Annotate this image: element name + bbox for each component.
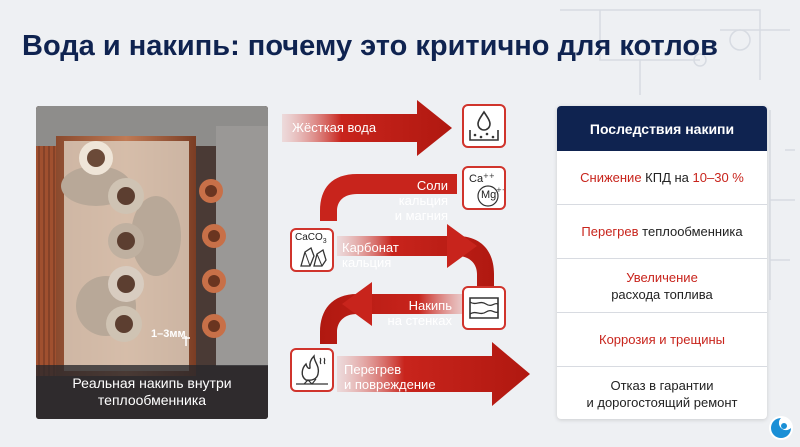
step-overheat-line2: и повреждение: [344, 377, 436, 392]
consequence-efficiency: Снижение КПД на 10–30 %: [557, 151, 767, 205]
warranty-line2: и дорогостоящий ремонт: [586, 394, 738, 410]
process-flow: Жёсткая вода Соли кальция и магния Карбо…: [282, 96, 542, 426]
scaled-pipe-icon: [462, 286, 506, 330]
corrosion-text: Коррозия и трещины: [599, 332, 725, 347]
heat-exchanger-photo: 1–3мм Реальная накипь внутри теплообменн…: [36, 106, 268, 419]
thickness-label: 1–3мм: [151, 328, 186, 340]
water-drop-icon: [462, 104, 506, 148]
ca-mg-ions-icon: Ca Mg ++ ++: [462, 166, 506, 210]
arrow-salts: [320, 174, 457, 221]
photo-caption-line1: Реальная накипь внутри: [72, 375, 232, 391]
step-scale: Накипь на стенках: [372, 298, 452, 328]
step-salts: Соли кальция и магния: [368, 178, 448, 223]
fuel-keyword: Увеличение: [626, 269, 698, 285]
overheat-keyword: Перегрев: [581, 224, 639, 239]
step-carbonate-line2: кальция: [342, 255, 392, 270]
step-hard-water: Жёсткая вода: [292, 120, 377, 135]
step-carbonate-line1: Карбонат: [342, 240, 399, 255]
step-salts-line1: Соли кальция: [398, 178, 448, 208]
mg-symbol: Mg: [481, 189, 497, 201]
efficiency-value: 10–30 %: [692, 170, 744, 185]
efficiency-text: КПД на: [641, 170, 693, 185]
flame-crack-icon: [290, 348, 334, 392]
step-scale-line1: Накипь: [408, 298, 452, 313]
svg-text:++: ++: [483, 172, 495, 180]
flow-arrows: [282, 100, 530, 406]
consequence-corrosion: Коррозия и трещины: [557, 313, 767, 367]
caco3-formula: CaCO3: [295, 232, 327, 245]
caco3-text: CaCO: [295, 232, 323, 243]
fuel-text: расхода топлива: [611, 286, 713, 302]
consequence-overheat: Перегрев теплообменника: [557, 205, 767, 259]
consequences-panel: Последствия накипи Снижение КПД на 10–30…: [557, 106, 767, 419]
overheat-text: теплообменника: [638, 224, 743, 239]
brand-logo-icon: [769, 416, 793, 440]
efficiency-keyword: Снижение: [580, 170, 642, 185]
page-title: Вода и накипь: почему это критично для к…: [22, 30, 718, 62]
photo-caption: Реальная накипь внутри теплообменника: [36, 365, 268, 419]
arrow-overheat: [337, 342, 530, 406]
step-scale-line2: на стенках: [387, 313, 452, 328]
panel-header: Последствия накипи: [557, 106, 767, 151]
warranty-line1: Отказ в гарантии: [610, 377, 714, 393]
caco3-subscript: 3: [322, 238, 327, 245]
step-overheat-line1: Перегрев: [344, 362, 402, 377]
ca-symbol: Ca: [469, 173, 484, 185]
step-salts-line2: и магния: [394, 208, 448, 223]
step-carbonate: Карбонат кальция: [342, 240, 399, 270]
photo-caption-line2: теплообменника: [97, 392, 207, 408]
arrow-hard-water: [282, 100, 452, 156]
caco3-crystal-icon: CaCO3: [290, 228, 334, 272]
step-overheat: Перегрев и повреждение: [344, 362, 436, 392]
svg-text:++: ++: [496, 186, 504, 194]
